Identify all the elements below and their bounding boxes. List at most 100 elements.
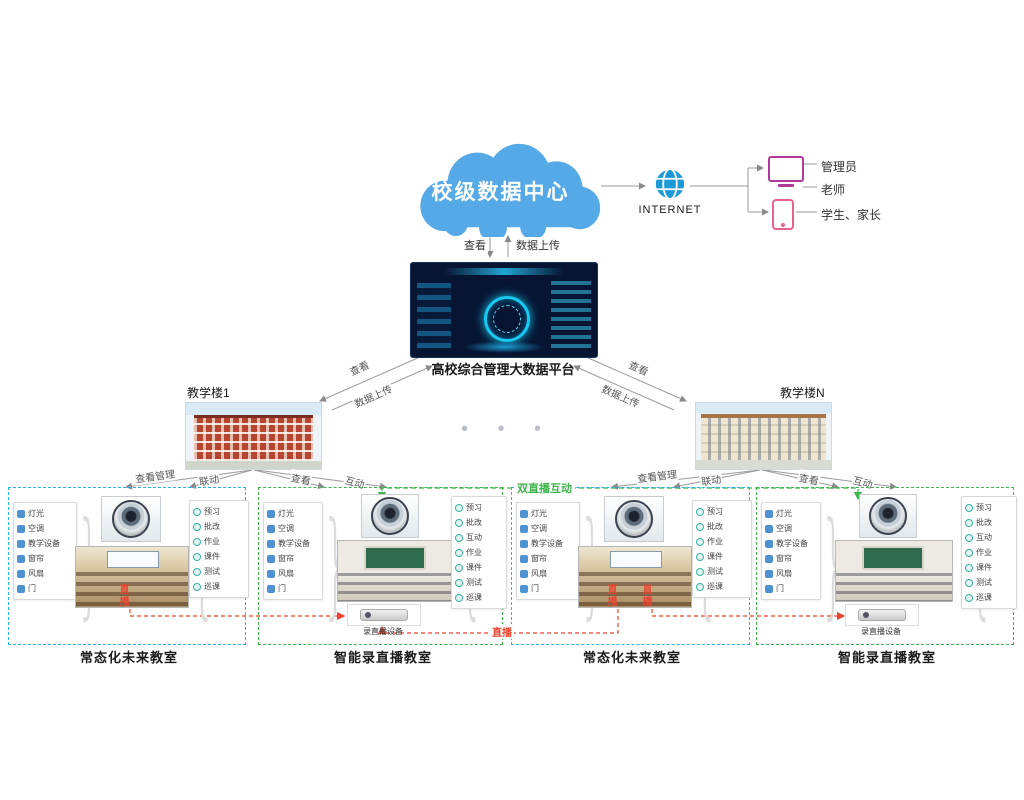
function-row: 课件 [965,561,1013,574]
function-row: 批改 [455,516,503,529]
function-row: 作业 [696,535,748,548]
device-row: 教学设备 [17,537,73,550]
device-row: 风扇 [765,567,817,580]
function-row: 测试 [965,576,1013,589]
function-icon [455,533,463,542]
dome-camera-image [361,494,419,538]
function-icon [965,533,973,542]
recording-device-image [845,604,919,626]
device-icon [17,554,25,563]
device-row: 窗帘 [765,552,817,565]
device-icon [520,569,528,578]
screen-header-bar [444,268,564,275]
platform-screenshot [410,262,598,358]
function-icon [696,567,704,576]
building-1-photo [185,402,322,470]
function-icon [965,518,973,527]
function-row: 批改 [965,516,1013,529]
device-icon [17,584,25,593]
dome-camera-image [101,496,161,542]
function-row: 课件 [696,550,748,563]
device-icon [267,584,275,593]
classroom-photo [835,540,953,602]
user-label-admin: 管理员 [821,160,858,174]
caption-normal-1: 常态化未来教室 [80,650,179,665]
live-label-3: 直播 [640,584,651,608]
function-row: 作业 [965,546,1013,559]
function-panel: 预习批改作业课件测试巡课 [692,500,752,598]
classroom-photo [578,546,692,608]
device-row: 风扇 [267,567,319,580]
device-icon [520,539,528,548]
cloud-title: 校级数据中心 [431,181,570,204]
caption-live-2: 智能录直播教室 [838,650,937,665]
function-icon [696,552,704,561]
function-row: 预习 [696,505,748,518]
device-icon [520,509,528,518]
internet-label: INTERNET [638,204,702,216]
device-row: 门 [17,582,73,595]
function-icon [965,593,973,602]
device-row: 教学设备 [520,537,576,550]
device-row: 窗帘 [17,552,73,565]
function-icon [965,563,973,572]
screen-left-widgets [417,283,451,349]
recorder-body [858,609,906,621]
chalkboard [363,545,426,571]
device-row: 门 [520,582,576,595]
function-icon [965,548,973,557]
function-row: 批改 [193,520,245,533]
user-label-student-parent: 学生、家长 [821,208,882,222]
device-row: 窗帘 [520,552,576,565]
cloud-shape [420,143,601,242]
live-label-center: 直播 [490,624,514,639]
function-row: 作业 [193,535,245,548]
device-row: 灯光 [267,507,319,520]
whiteboard [107,550,159,569]
function-icon [696,537,704,546]
function-icon [455,578,463,587]
data-center-cloud: 校级数据中心 [398,140,603,242]
device-icon [765,554,773,563]
dual-live-label: 双直播互动 [514,480,575,496]
device-row: 灯光 [17,507,73,520]
device-panel: 灯光空调教学设备窗帘风扇门 [516,502,580,600]
device-icon [17,524,25,533]
ellipsis-dots: • • • [460,418,554,440]
function-icon [193,552,201,561]
function-row: 预习 [193,505,245,518]
function-icon [455,563,463,572]
function-row: 课件 [193,550,245,563]
device-icon [765,524,773,533]
function-icon [455,593,463,602]
classroom-photo [337,540,455,602]
device-icon [17,569,25,578]
function-panel: 预习批改互动作业课件测试巡课 [961,496,1017,609]
function-icon [193,507,201,516]
function-icon [696,522,704,531]
function-icon [193,522,201,531]
device-icon [267,554,275,563]
device-icon [765,539,773,548]
recording-device-label: 录直播设备 [861,627,901,636]
function-icon [696,582,704,591]
camera-dome [371,497,409,535]
device-icon [520,554,528,563]
flow-upload-label: 数据上传 [514,237,562,253]
function-icon [455,518,463,527]
function-icon [455,548,463,557]
function-row: 巡课 [696,580,748,593]
chalkboard [861,545,924,571]
device-row: 空调 [765,522,817,535]
classroom-photo [75,546,189,608]
live-label-1: 直播 [117,584,128,608]
device-row: 灯光 [765,507,817,520]
function-row: 批改 [696,520,748,533]
recorder-body [360,609,408,621]
phone-icon [772,199,794,230]
